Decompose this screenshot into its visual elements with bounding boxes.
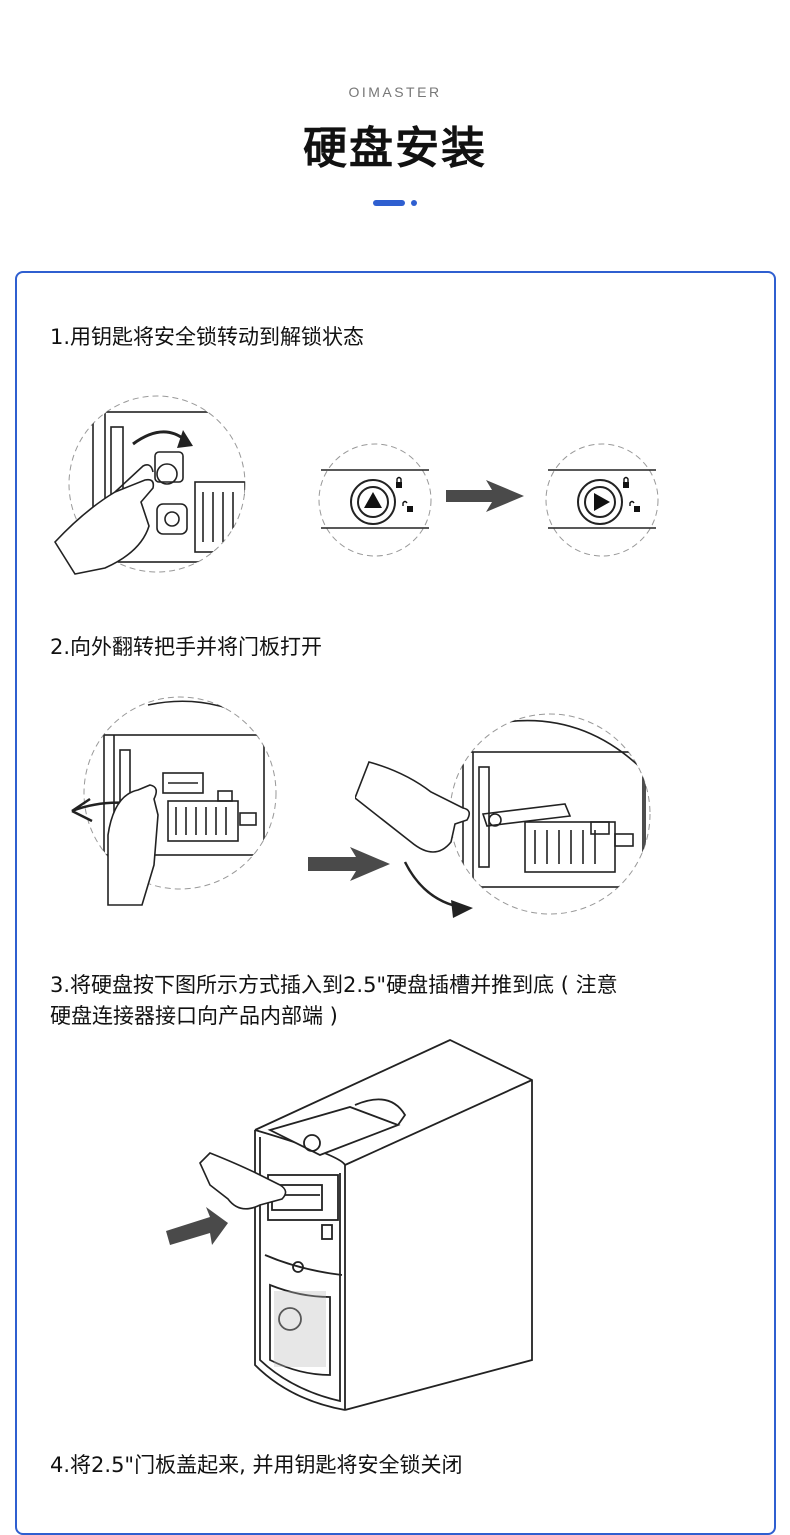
step-3-text-line-2: 硬盘连接器接口向产品内部端 ) (50, 1004, 338, 1028)
brand-label: OIMASTER (348, 84, 442, 100)
accent-bar (373, 200, 405, 206)
accent-dot (411, 200, 417, 206)
step-1-text: 1.用钥匙将安全锁转动到解锁状态 (50, 325, 365, 349)
step-2-text: 2.向外翻转把手并将门板打开 (50, 635, 323, 659)
arrow-right-icon (446, 480, 524, 512)
page-title: 硬盘安装 (303, 123, 487, 174)
hand-key-icon (53, 395, 246, 575)
hand-flip-handle-icon (71, 696, 277, 906)
lock-locked-state-icon (318, 443, 432, 557)
hand-open-door-icon (355, 713, 651, 918)
lock-unlocked-state-icon (545, 443, 659, 557)
step-4-text: 4.将2.5"门板盖起来, 并用钥匙将安全锁关闭 (50, 1453, 463, 1477)
step-3-text-line-1: 3.将硬盘按下图所示方式插入到2.5"硬盘插槽并推到底 ( 注意 (50, 973, 618, 997)
pc-tower-insert-drive-icon (166, 1039, 533, 1411)
arrow-right-icon (308, 847, 390, 881)
